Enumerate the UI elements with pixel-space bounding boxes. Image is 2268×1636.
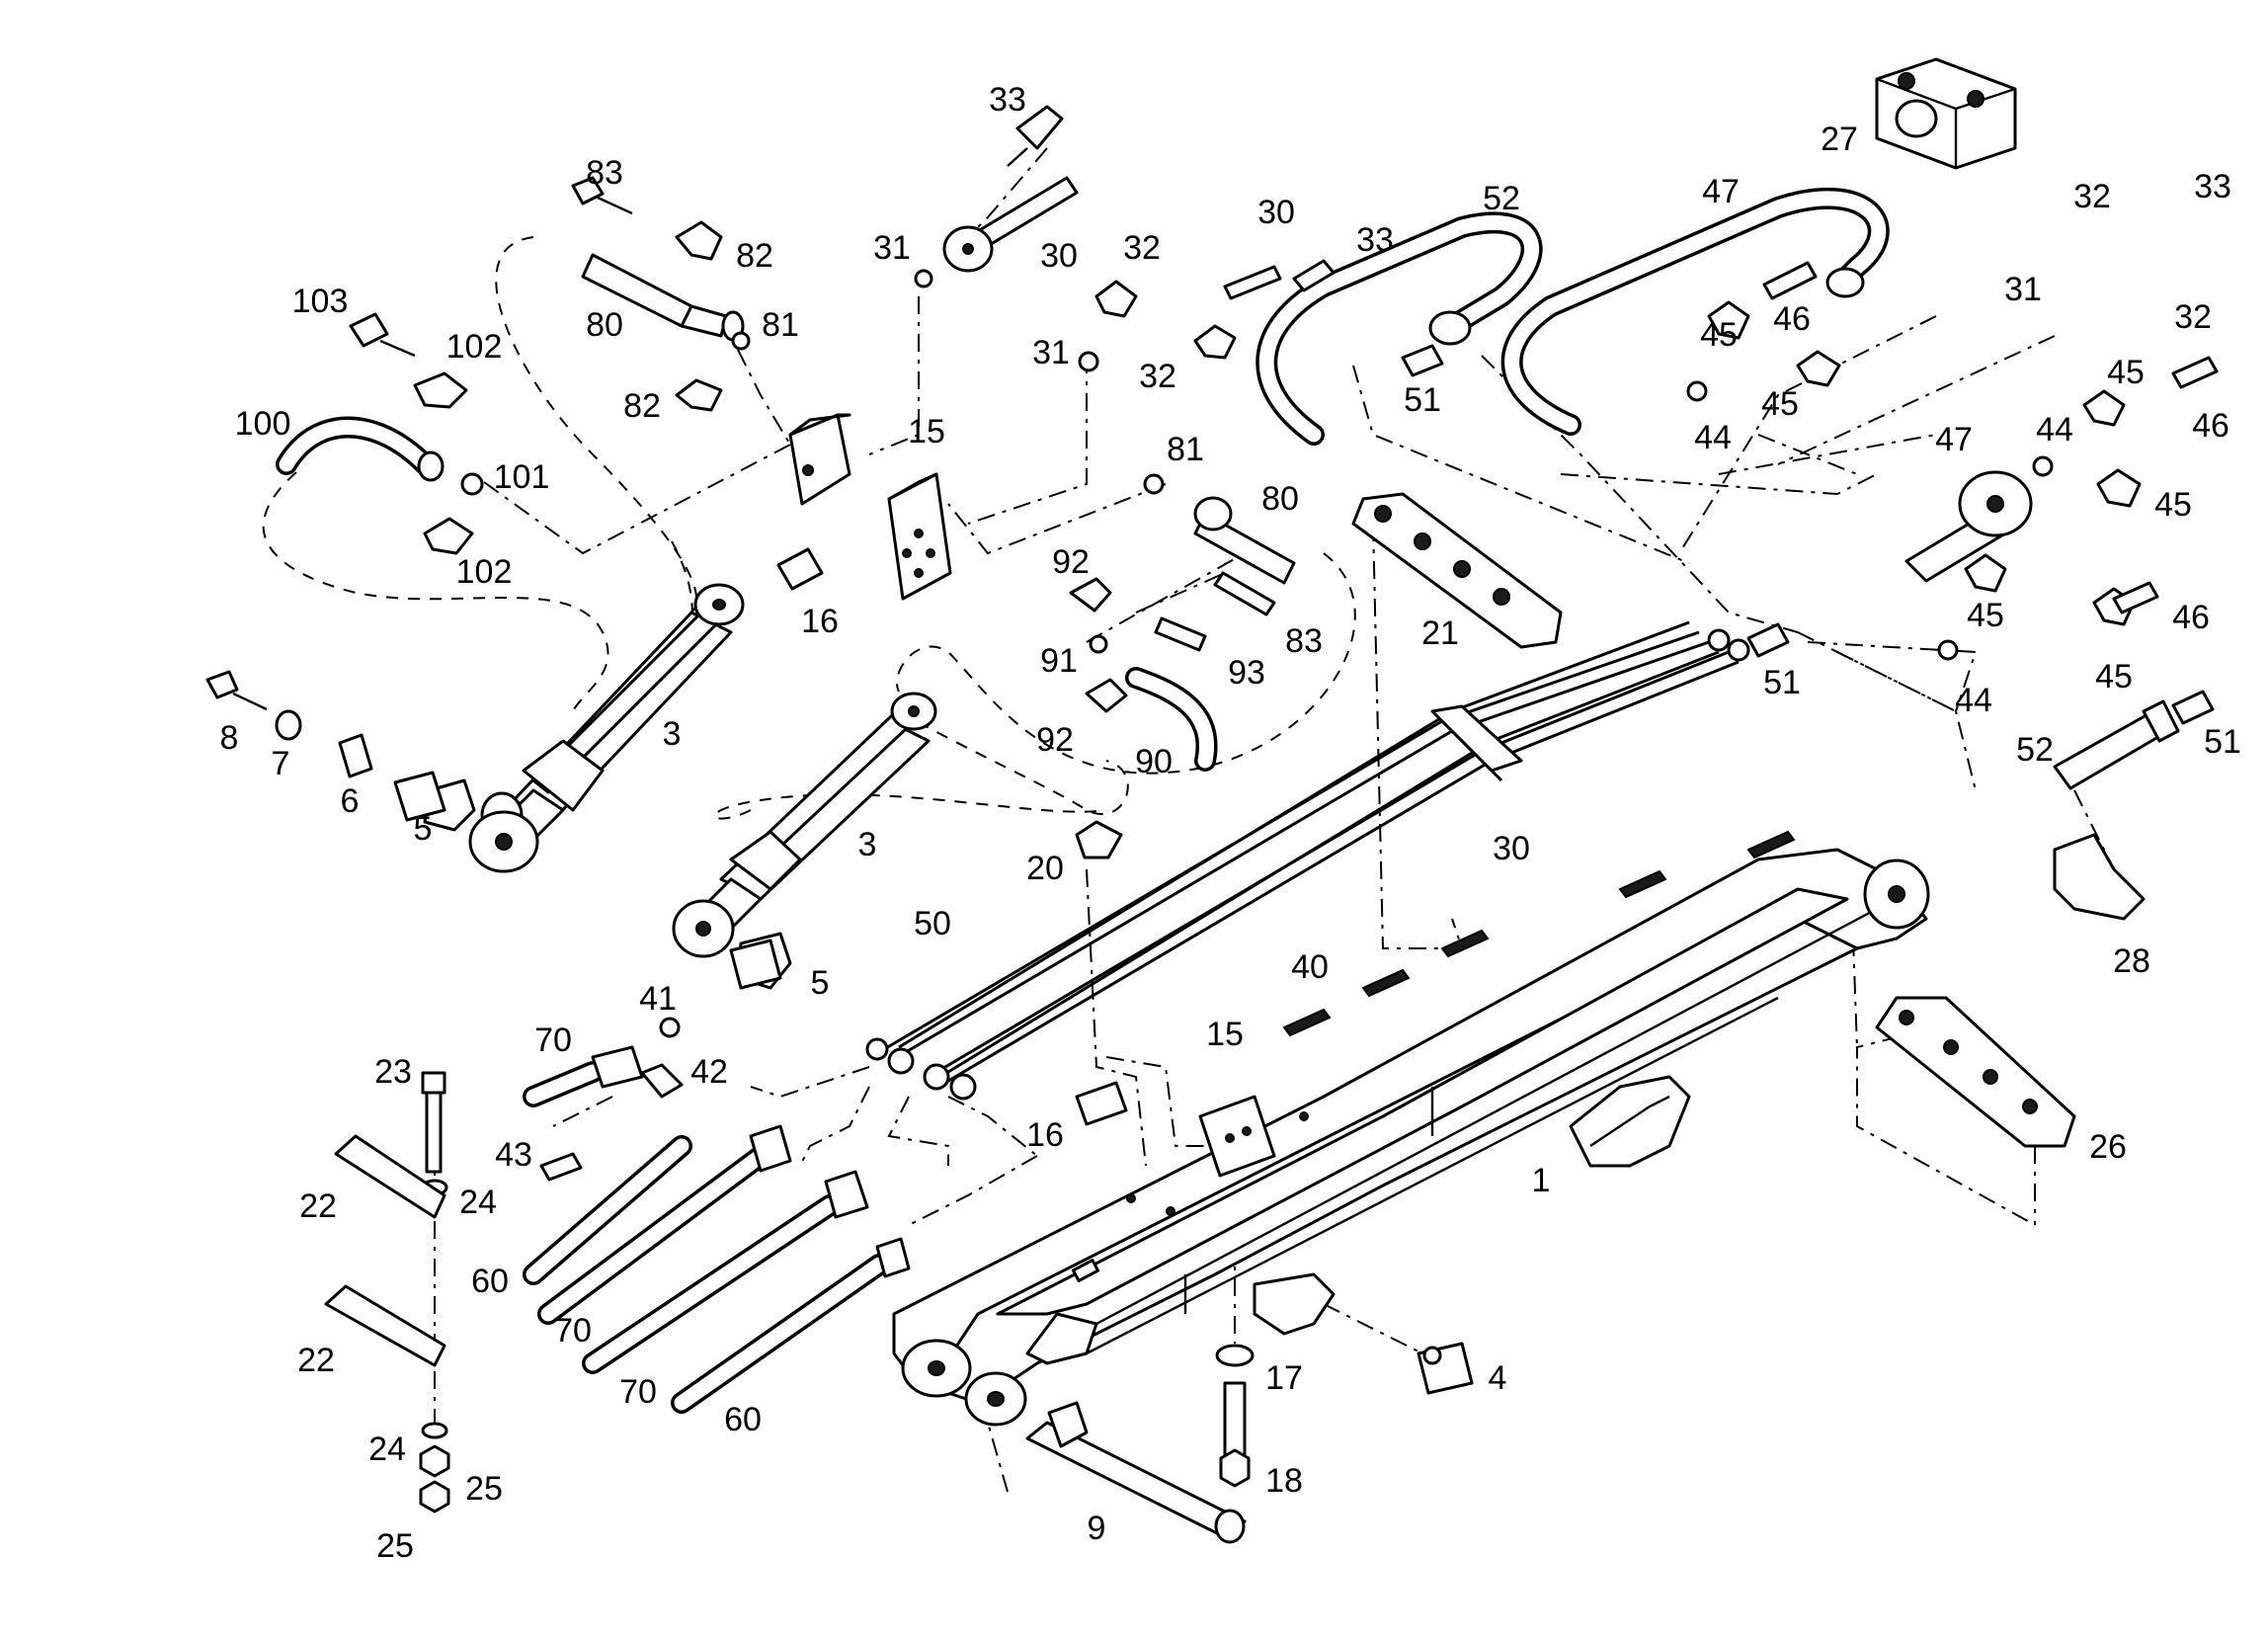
part-number-label: 47 (1935, 421, 1973, 458)
part-number-label: 20 (1026, 850, 1064, 887)
hose-loops (1256, 187, 2180, 790)
part-number-label: 51 (2204, 723, 2241, 761)
part-number-label: 31 (1032, 334, 1070, 371)
part-number-label: 30 (1493, 830, 1530, 867)
part-number-label: 21 (1421, 614, 1459, 652)
part-number-label: 25 (376, 1527, 414, 1565)
cylinder-upper (423, 583, 745, 873)
part-number-label: 15 (908, 413, 945, 450)
part-number-label: 1 (1532, 1162, 1551, 1199)
part-number-label: 47 (1702, 173, 1740, 210)
part-number-label: 82 (623, 387, 661, 425)
part-number-label: 5 (811, 964, 830, 1002)
part-number-label: 17 (1265, 1359, 1303, 1397)
part-number-label: 31 (873, 229, 911, 267)
part-number-label: 44 (2036, 411, 2073, 449)
part-number-label: 45 (2107, 354, 2145, 391)
part-number-label: 81 (1167, 431, 1204, 468)
part-number-label: 46 (2192, 407, 2229, 445)
part-number-label: 33 (989, 81, 1026, 119)
part-number-label: 23 (374, 1053, 412, 1091)
part-number-label: 7 (272, 745, 290, 782)
part-number-label: 42 (690, 1053, 728, 1091)
part-number-label: 30 (1040, 237, 1078, 275)
part-number-label: 83 (1285, 622, 1323, 660)
part-number-label: 30 (1257, 194, 1295, 231)
part-number-label: 33 (1356, 221, 1394, 259)
part-number-label: 3 (663, 715, 682, 753)
part-number-label: 25 (465, 1470, 503, 1508)
part-number-label: 102 (446, 328, 503, 366)
part-number-label: 32 (1123, 229, 1161, 267)
part-number-label: 70 (554, 1312, 592, 1350)
part-number-label: 31 (2004, 271, 2042, 308)
part-number-label: 22 (299, 1187, 337, 1225)
part-number-label: 22 (297, 1342, 335, 1379)
small-parts (205, 57, 2219, 1544)
part-number-label: 15 (1206, 1016, 1244, 1053)
part-number-label: 24 (459, 1184, 497, 1221)
part-number-label: 52 (2016, 731, 2054, 769)
part-number-label: 52 (1483, 180, 1520, 217)
part-number-label: 93 (1228, 654, 1265, 692)
part-number-label: 24 (368, 1431, 406, 1468)
part-number-label: 45 (2095, 658, 2133, 695)
part-number-label: 91 (1040, 642, 1078, 680)
part-number-label: 44 (1955, 682, 1992, 719)
part-number-label: 80 (1261, 480, 1299, 518)
part-number-label: 101 (494, 458, 550, 496)
part-number-label: 3 (858, 826, 877, 863)
part-number-label: 9 (1088, 1510, 1106, 1547)
part-number-label: 32 (2073, 178, 2111, 215)
part-number-label: 51 (1763, 664, 1801, 701)
part-number-label: 45 (1967, 597, 2004, 634)
part-number-label: 90 (1135, 743, 1173, 780)
part-number-label: 33 (2194, 168, 2231, 205)
part-number-label: 70 (619, 1373, 657, 1411)
part-number-label: 5 (414, 810, 433, 848)
part-number-label: 60 (724, 1401, 762, 1438)
part-number-label: 100 (235, 405, 291, 443)
part-number-label: 92 (1052, 543, 1090, 581)
part-number-label: 16 (801, 603, 839, 640)
part-number-label: 46 (1773, 300, 1811, 338)
steel-pipes (865, 620, 1750, 1101)
part-number-label: 45 (1700, 316, 1738, 354)
cylinder-lower (672, 692, 937, 990)
part-number-label: 80 (586, 306, 623, 344)
part-number-label: 6 (341, 782, 360, 820)
part-number-label: 46 (2172, 599, 2210, 636)
part-number-label: 18 (1265, 1462, 1303, 1500)
part-number-label: 26 (2089, 1128, 2127, 1166)
part-number-label: 102 (456, 553, 513, 591)
part-number-label: 8 (220, 719, 239, 757)
part-number-label: 103 (292, 283, 349, 320)
part-number-label: 41 (639, 980, 677, 1018)
part-number-label: 60 (471, 1263, 509, 1300)
part-number-label: 82 (736, 237, 773, 275)
boom-arm (892, 830, 1930, 1427)
part-number-label: 81 (762, 306, 799, 344)
part-number-label: 92 (1036, 721, 1074, 759)
part-number-label: 83 (586, 154, 623, 192)
part-number-label: 50 (914, 905, 951, 942)
part-number-label: 70 (534, 1022, 572, 1059)
part-number-label: 45 (1761, 385, 1799, 423)
part-number-label: 43 (495, 1136, 532, 1174)
part-number-label: 27 (1821, 121, 1858, 158)
part-number-label: 44 (1694, 419, 1732, 456)
part-number-label: 28 (2113, 942, 2150, 980)
part-number-label: 32 (2174, 298, 2212, 336)
part-number-label: 16 (1026, 1116, 1064, 1154)
part-number-label: 45 (2154, 486, 2192, 524)
part-number-label: 32 (1139, 358, 1176, 395)
part-number-label: 51 (1404, 381, 1441, 419)
part-number-label: 40 (1291, 948, 1329, 986)
part-number-label: 4 (1489, 1359, 1507, 1397)
